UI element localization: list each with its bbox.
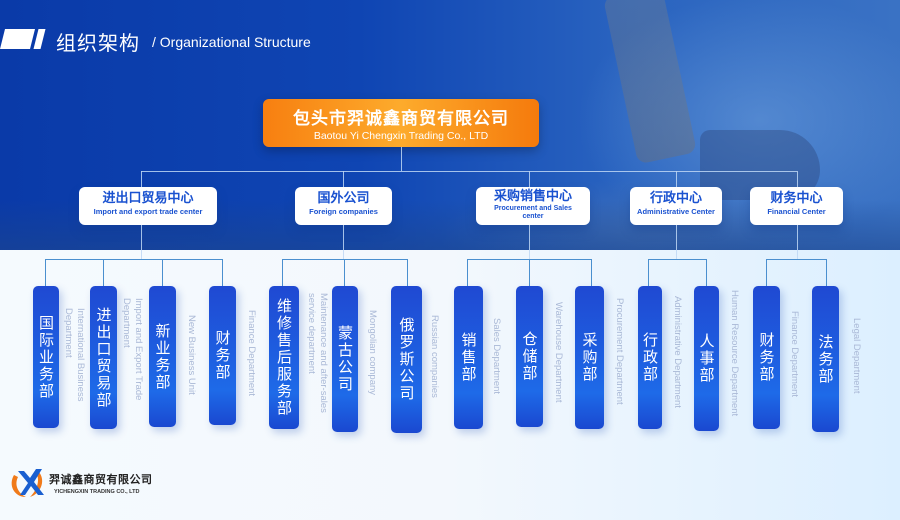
dept-name-en: Maintenance and after-sales service depa… — [306, 293, 329, 413]
dept-maintenance-after-sales: 维修售后服务部 — [269, 286, 299, 429]
dept-name-zh: 采购部 — [580, 332, 599, 383]
center-name-zh: 财务中心 — [770, 191, 823, 206]
dept-name-zh: 法务部 — [816, 333, 835, 385]
connector-dept — [162, 259, 163, 287]
page-title: 组织架构 — [56, 31, 140, 55]
center-name-en: Financial Center — [767, 207, 826, 216]
connector-group-5 — [766, 259, 827, 260]
connector-dept — [648, 259, 649, 287]
center-name-zh: 国外公司 — [317, 191, 370, 206]
dept-name-en: Finance Department — [789, 311, 800, 398]
dept-human-resource: 人事部 — [694, 286, 719, 431]
center-name-zh: 行政中心 — [649, 191, 702, 206]
connector-center-5 — [797, 171, 798, 187]
connector-centers-horizontal — [141, 171, 797, 172]
dept-name-zh: 人事部 — [697, 333, 716, 384]
center-name-en: Import and export trade center — [93, 207, 203, 216]
company-logo-icon — [11, 469, 44, 497]
root-name-zh: 包头市羿诚鑫商贸有限公司 — [293, 109, 509, 129]
connector-dept — [282, 259, 283, 287]
dept-mongolian-company: 蒙古公司 — [332, 286, 358, 432]
dept-name-en: Sales Department — [491, 318, 502, 395]
center-node-foreign: 国外公司 Foreign companies — [295, 187, 392, 225]
dept-import-export-trade: 进出口贸易部 — [90, 286, 117, 429]
dept-name-zh: 新业务部 — [153, 322, 172, 391]
center-name-en: Administrative Center — [637, 207, 715, 216]
excavator-arm-image — [602, 0, 698, 165]
dept-name-zh: 维修售后服务部 — [275, 298, 293, 417]
dept-name-zh: 蒙古公司 — [336, 325, 354, 393]
center-node-procurement-sales: 采购销售中心 Procurement and Sales center — [476, 187, 590, 225]
dept-name-zh: 行政部 — [641, 332, 659, 383]
connector-center-2 — [343, 171, 344, 187]
connector-center-1 — [141, 171, 142, 187]
connector-dept — [706, 259, 707, 287]
dept-name-en: Russian companies — [429, 315, 440, 398]
dept-name-zh: 财务部 — [757, 332, 776, 383]
connector-center-3-down — [529, 225, 530, 259]
dept-name-en: Administrative Department — [672, 296, 683, 408]
dept-warehouse: 仓储部 — [516, 286, 543, 427]
dept-finance-2: 财务部 — [753, 286, 780, 429]
center-node-import-export: 进出口贸易中心 Import and export trade center — [79, 187, 217, 225]
dept-name-zh: 进出口贸易部 — [94, 306, 113, 409]
connector-dept — [826, 259, 827, 287]
connector-center-1-down — [141, 225, 142, 259]
dept-name-zh: 国际业务部 — [37, 314, 55, 400]
connector-dept — [103, 259, 104, 287]
dept-administrative: 行政部 — [638, 286, 662, 429]
dept-name-zh: 销售部 — [459, 332, 478, 383]
connector-center-3 — [529, 171, 530, 187]
dept-name-en: Mongolian company — [367, 310, 378, 396]
dept-international-business: 国际业务部 — [33, 286, 59, 428]
connector-center-5-down — [797, 225, 798, 259]
dept-name-en: International Business Department — [63, 308, 86, 402]
page-subtitle: / Organizational Structure — [152, 34, 311, 50]
dept-sales: 销售部 — [454, 286, 483, 429]
footer-company-name-zh: 羿诚鑫商贸有限公司 — [49, 473, 153, 486]
dept-name-en: Procurement Department — [614, 298, 625, 405]
center-name-en: Foreign companies — [309, 207, 378, 216]
connector-dept — [344, 259, 345, 287]
center-name-en: Procurement and Sales center — [494, 205, 572, 220]
dept-name-zh: 仓储部 — [520, 331, 539, 382]
connector-dept — [529, 259, 530, 287]
dept-name-zh: 财务部 — [213, 330, 232, 381]
connector-center-2-down — [343, 225, 344, 259]
dept-new-business: 新业务部 — [149, 286, 176, 427]
dept-name-en: Human Resource Department — [729, 290, 740, 417]
footer-company-name-en: YICHENGXIN TRADING CO., LTD — [54, 489, 140, 495]
root-name-en: Baotou Yi Chengxin Trading Co., LTD — [313, 130, 489, 142]
dept-name-en: Warehouse Department — [553, 302, 564, 403]
dept-name-en: New Business Unit — [186, 315, 197, 395]
connector-dept — [45, 259, 46, 287]
center-node-administrative: 行政中心 Administrative Center — [630, 187, 722, 225]
dept-procurement: 采购部 — [575, 286, 604, 429]
dept-name-en: Finance Department — [246, 310, 257, 397]
connector-group-1 — [45, 259, 223, 260]
dept-name-en: Legal Department — [851, 318, 862, 394]
title-bar-decoration — [0, 29, 35, 49]
connector-dept — [407, 259, 408, 287]
connector-dept — [766, 259, 767, 287]
dept-legal: 法务部 — [812, 286, 839, 432]
connector-root-down — [401, 147, 402, 171]
connector-center-4 — [676, 171, 677, 187]
connector-group-4 — [648, 259, 707, 260]
dept-finance-1: 财务部 — [209, 286, 236, 425]
connector-dept — [467, 259, 468, 287]
center-name-zh: 采购销售中心 — [493, 189, 572, 204]
connector-dept — [591, 259, 592, 287]
center-name-zh: 进出口贸易中心 — [102, 191, 194, 206]
center-node-financial: 财务中心 Financial Center — [750, 187, 843, 225]
dept-name-en: Import and Export Trade Department — [121, 298, 144, 401]
dept-name-zh: 俄罗斯公司 — [397, 317, 416, 402]
connector-center-4-down — [676, 225, 677, 259]
connector-dept — [222, 259, 223, 287]
root-company-node: 包头市羿诚鑫商贸有限公司 Baotou Yi Chengxin Trading … — [263, 99, 539, 147]
dept-russian-companies: 俄罗斯公司 — [391, 286, 422, 433]
